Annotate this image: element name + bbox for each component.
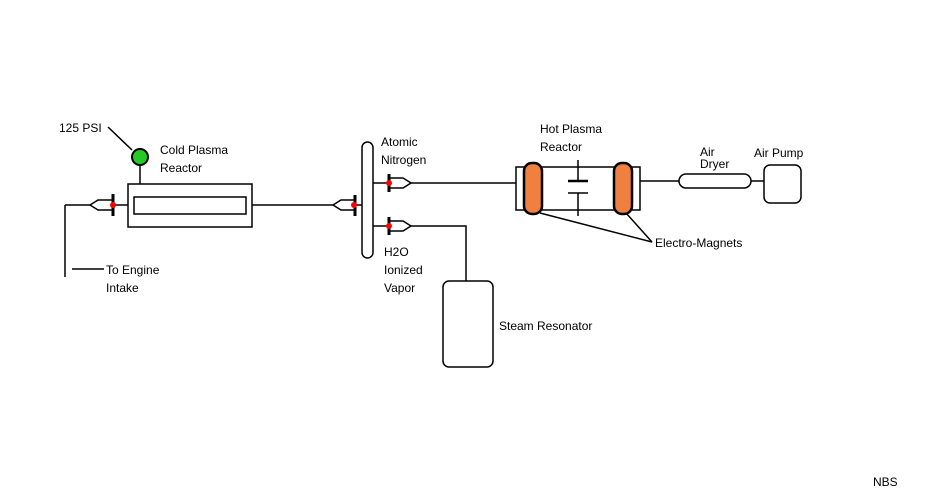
steam-resonator [442,280,494,368]
h2o-pipe [411,225,467,281]
cold-plasma-reactor-core [133,196,247,215]
atomic-nitrogen-label-1: Atomic [381,135,418,149]
air-dryer [678,173,752,189]
cold-plasma-label-1: Cold Plasma [160,143,228,157]
h2o-valve-nozzle [389,220,413,232]
nitrogen-valve-dot [386,180,392,186]
air-dryer-label-2: Dryer [700,157,729,171]
pressure-gauge [131,148,149,166]
atomic-nitrogen-label-2: Nitrogen [381,153,426,167]
magnet-leader-right [625,212,653,243]
pressure-label: 125 PSI [59,121,102,135]
pressure-leader [107,126,133,151]
hot-plasma-label-1: Hot Plasma [540,122,602,136]
left-valve-dot [110,202,116,208]
electro-magnet-right [612,161,634,216]
manifold-valve-dot [351,202,357,208]
h2o-label-3: Vapor [384,281,415,295]
magnet-leader-left [539,212,653,243]
to-engine-label-2: Intake [106,281,139,295]
cold-plasma-reactor [127,183,253,228]
signature-label: NBS [873,475,898,489]
electro-magnets-label: Electro-Magnets [655,236,742,250]
left-valve-nozzle [88,199,114,211]
manifold [361,141,374,259]
electro-magnet-left [522,161,544,216]
h2o-label-2: Ionized [384,263,423,277]
to-engine-label-1: To Engine [106,263,160,277]
cold-plasma-label-2: Reactor [160,161,202,175]
h2o-label-1: H2O [384,245,409,259]
nitrogen-valve-nozzle [389,177,413,189]
air-pump [763,164,802,204]
air-dryer-label-1: Air [700,145,715,159]
air-pump-label: Air Pump [754,146,804,160]
steam-resonator-label: Steam Resonator [499,319,592,333]
hot-plasma-label-2: Reactor [540,140,582,154]
h2o-valve-dot [386,223,392,229]
